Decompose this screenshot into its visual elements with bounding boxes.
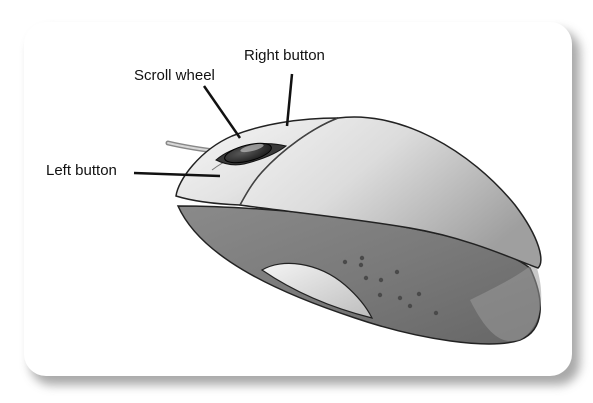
left-button-label: Left button <box>46 162 117 179</box>
leader-left-button <box>133 171 221 178</box>
thumb-rest <box>260 262 374 319</box>
grip-dots <box>342 255 439 316</box>
right-button-label: Right button <box>244 47 325 64</box>
scroll-wheel-label: Scroll wheel <box>134 67 215 84</box>
leader-scroll-wheel <box>202 85 242 139</box>
leader-right-button <box>285 73 294 127</box>
